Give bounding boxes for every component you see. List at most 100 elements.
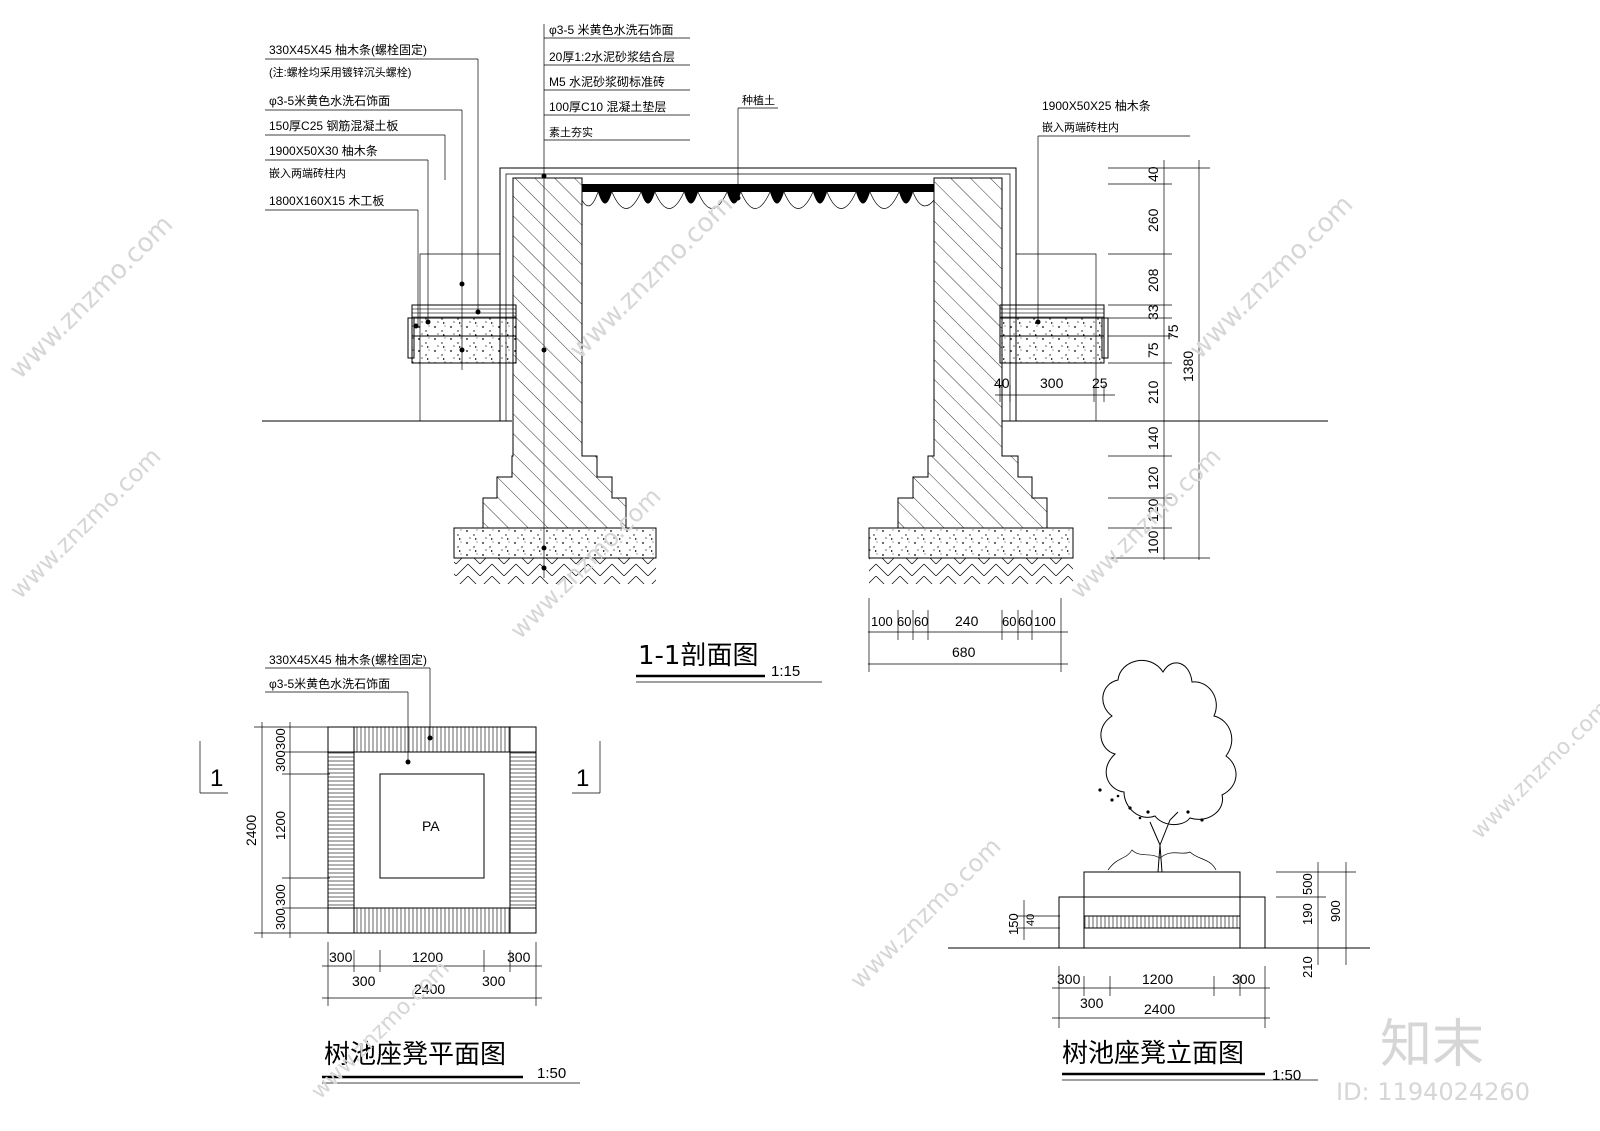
- section-left-label: 1800X160X15 木工板: [269, 194, 384, 208]
- plan-slats-bottom: [353, 907, 511, 934]
- dim-text: 260: [1145, 208, 1161, 232]
- section-right-label: 1900X50X25 柚木条: [1042, 98, 1151, 113]
- section-left-label: φ3-5米黄色水洗石饰面: [269, 94, 390, 108]
- elevation-bench: [1058, 896, 1266, 949]
- soil-top-band: [582, 184, 934, 192]
- dim-text: 300: [273, 884, 288, 906]
- section-left-label: 1900X50X30 柚木条: [269, 143, 378, 158]
- soil-label: 种植土: [742, 93, 775, 107]
- plan-center-label: PA: [422, 818, 440, 834]
- elevation-slats: [1083, 915, 1241, 929]
- dim-text: 1200: [412, 949, 443, 965]
- watermark-text: www.znzmo.com: [307, 956, 455, 1104]
- dim-text: 25: [1092, 375, 1108, 391]
- dim-text: 300: [273, 908, 288, 930]
- dim-text: 240: [955, 613, 979, 629]
- dim-text: 300: [1080, 995, 1104, 1011]
- watermark-layer: www.znzmo.com www.znzmo.com www.znzmo.co…: [4, 190, 1600, 1106]
- dim-text: 2400: [414, 981, 445, 997]
- dim-text: 1380: [1180, 351, 1196, 382]
- plan-tree-pit: [379, 773, 485, 879]
- elevation-scale: 1:50: [1272, 1067, 1301, 1084]
- dim-text: 500: [1300, 873, 1315, 895]
- section-left-label: 150厚C25 钢筋混凝土板: [269, 118, 398, 133]
- section-mark-left: 1: [210, 765, 223, 792]
- section-mark-right: 1: [576, 765, 589, 792]
- plan-label: 330X45X45 柚木条(螺栓固定): [269, 652, 427, 667]
- dim-text: 1200: [273, 811, 288, 840]
- section-left-label: 330X45X45 柚木条(螺栓固定): [269, 42, 427, 57]
- plan-slats-right: [509, 751, 537, 909]
- plan-label: φ3-5米黄色水洗石饰面: [269, 677, 390, 691]
- dim-text: 300: [507, 949, 531, 965]
- watermark-text: www.znzmo.com: [1064, 442, 1226, 604]
- plan-drawing: [199, 667, 601, 1084]
- dim-text: 2400: [1144, 1001, 1175, 1017]
- dim-text: 33: [1145, 304, 1161, 320]
- dim-text: 300: [482, 973, 506, 989]
- dim-text: 210: [1300, 956, 1315, 978]
- dim-text: 40: [1025, 914, 1037, 926]
- dim-text: 120: [1145, 466, 1161, 490]
- dim-text: 300: [273, 728, 288, 750]
- soil-scallops: [581, 191, 935, 209]
- dim-text: 75: [1145, 342, 1161, 358]
- elevation-title: 树池座凳立面图: [1062, 1039, 1244, 1069]
- watermark-id: ID: 1194024260: [1336, 1078, 1530, 1106]
- dim-text: 40: [1145, 166, 1161, 182]
- watermark-text: www.znzmo.com: [844, 832, 1006, 994]
- base-dimension-lines: [868, 598, 1068, 672]
- dim-text: 100: [871, 614, 893, 629]
- dim-text: 140: [1145, 426, 1161, 450]
- dim-text: 150: [1006, 913, 1021, 935]
- right-bench: [999, 253, 1109, 421]
- section-left-label: 嵌入两端砖柱内: [269, 166, 346, 180]
- plan-slats-left: [327, 751, 355, 909]
- right-soil: [869, 558, 1073, 584]
- dim-text: 60: [1002, 614, 1016, 629]
- dim-text: 60: [914, 614, 928, 629]
- watermark-logo: 知末: [1380, 1015, 1484, 1075]
- section-drawing: [262, 24, 1328, 683]
- plan-title: 树池座凳平面图: [324, 1040, 506, 1070]
- section-center-label: 20厚1:2水泥砂浆结合层: [549, 49, 675, 64]
- section-right-label: 嵌入两端砖柱内: [1042, 120, 1119, 134]
- left-pillar: [482, 177, 627, 529]
- dim-text: 208: [1145, 268, 1161, 292]
- dim-text: 1200: [1142, 971, 1173, 987]
- dim-text: 300: [1232, 971, 1256, 987]
- dim-text: 2400: [243, 815, 259, 846]
- watermark-text: www.znzmo.com: [1184, 190, 1359, 365]
- dim-text: 75: [1165, 324, 1181, 340]
- dim-text: 100: [1145, 530, 1161, 554]
- watermark-text: www.znzmo.com: [1467, 696, 1600, 844]
- section-center-label: 素土夯实: [549, 125, 593, 139]
- elevation-drawing: [948, 660, 1370, 1081]
- section-center-label: φ3-5 米黄色水洗石饰面: [549, 23, 673, 37]
- dim-text: 300: [273, 750, 288, 772]
- watermark-text: www.znzmo.com: [4, 210, 179, 385]
- watermark-text: www.znzmo.com: [564, 190, 739, 365]
- left-soil: [454, 558, 656, 584]
- dim-text: 40: [994, 375, 1010, 391]
- plan-scale: 1:50: [537, 1065, 566, 1082]
- section-center-label: 100厚C10 混凝土垫层: [549, 99, 666, 114]
- left-bench: [407, 253, 517, 421]
- dim-text: 680: [952, 644, 976, 660]
- dim-text: 300: [1040, 375, 1064, 391]
- dim-text: 300: [352, 973, 376, 989]
- dim-text: 300: [329, 949, 353, 965]
- dim-text: 900: [1328, 900, 1343, 922]
- section-scale: 1:15: [771, 663, 800, 680]
- section-center-label: M5 水泥砂浆砌标准砖: [549, 74, 665, 89]
- dim-text: 60: [1018, 614, 1032, 629]
- vertical-dimension-lines: [1108, 160, 1210, 560]
- section-left-label: (注:螺栓均采用镀锌沉头螺栓): [269, 65, 411, 79]
- dim-text: 120: [1145, 498, 1161, 522]
- elevation-planter: [1083, 871, 1241, 949]
- dim-text: 190: [1300, 903, 1315, 925]
- tree-illustration: [1098, 660, 1237, 873]
- dim-text: 100: [1034, 614, 1056, 629]
- capping-outline: [499, 167, 1017, 421]
